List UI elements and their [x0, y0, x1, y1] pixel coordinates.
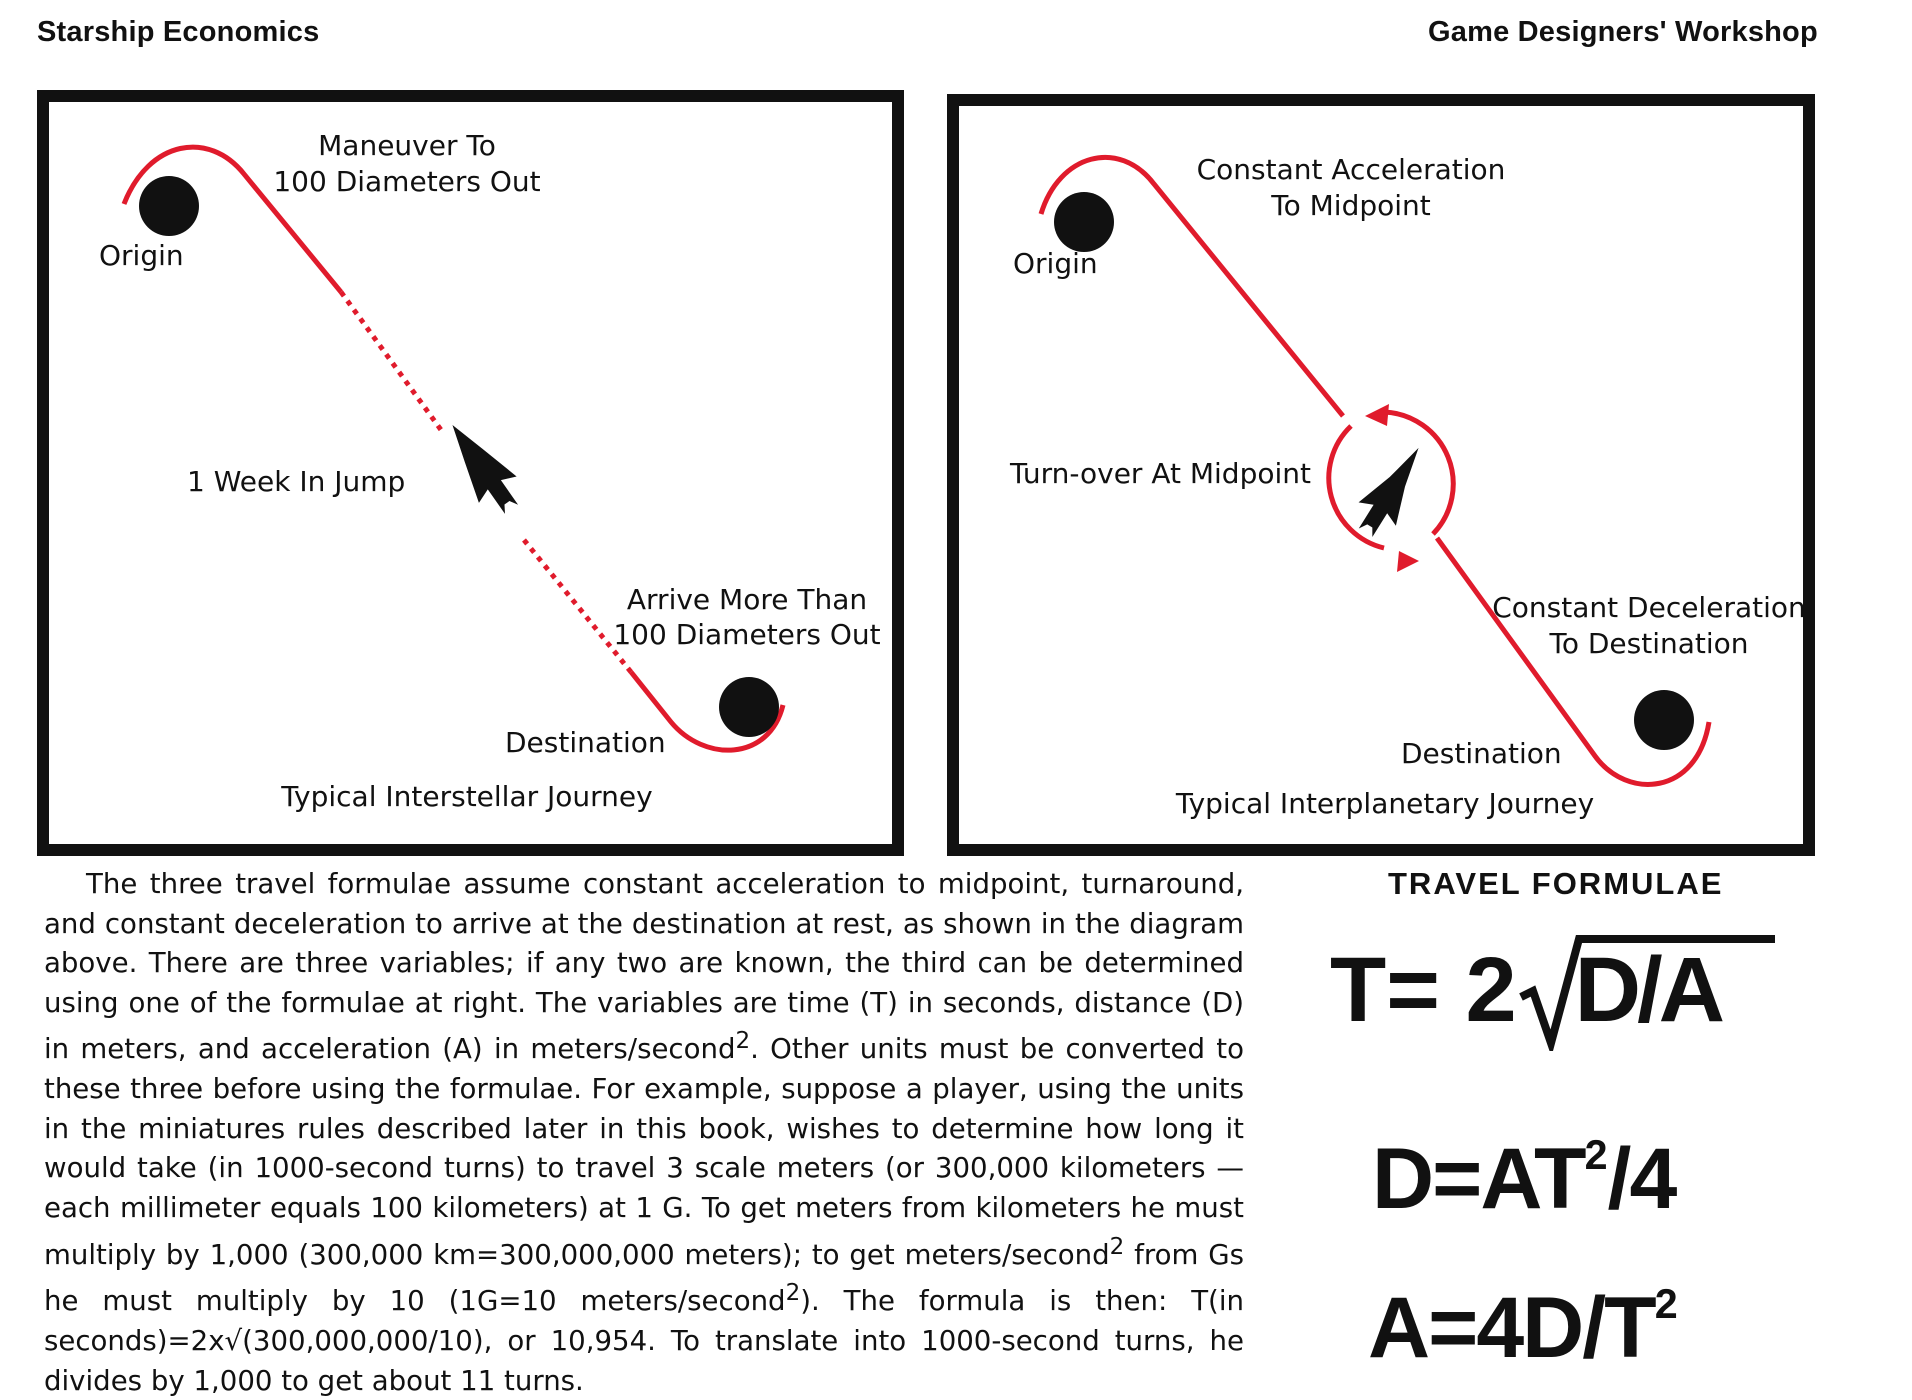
origin-planet-icon	[139, 176, 199, 236]
destination-planet-icon	[1634, 690, 1694, 750]
deceleration-label-line2: To Destination	[1549, 627, 1749, 660]
radical-sign-icon	[1518, 935, 1775, 1051]
body-superscript-3: 2	[785, 1280, 801, 1307]
jump-dotted-path-upper	[338, 290, 447, 436]
interstellar-diagram: Maneuver To 100 Diameters Out Origin 1 W…	[37, 90, 904, 856]
interplanetary-diagram: Constant Acceleration To Midpoint Origin…	[947, 94, 1815, 856]
destination-planet-icon	[719, 677, 779, 737]
turnover-loop	[1326, 409, 1456, 551]
body-superscript-2: 2	[1109, 1233, 1125, 1260]
acceleration-formula-main: A=4D/T	[1368, 1280, 1657, 1377]
arrive-label-line1: Arrive More Than	[626, 583, 868, 616]
origin-label: Origin	[1013, 247, 1098, 280]
turnover-arrow-upper-icon	[1365, 404, 1389, 426]
acceleration-formula: A=4D/T2	[1368, 1254, 1678, 1378]
distance-formula-tail: /4	[1607, 1131, 1678, 1228]
acceleration-label-line1: Constant Acceleration	[1196, 153, 1506, 186]
interstellar-caption: Typical Interstellar Journey	[281, 780, 653, 813]
body-superscript-1: 2	[735, 1028, 751, 1055]
time-formula-lhs: T= 2	[1330, 939, 1517, 1041]
deceleration-label-line1: Constant Deceleration	[1492, 591, 1806, 624]
starship-icon	[452, 424, 519, 514]
destination-label: Destination	[1401, 737, 1562, 770]
body-text-part3: from Gs he must multiply by 10 (1G=10 me…	[44, 1237, 1244, 1318]
deceleration-path	[1434, 536, 1712, 787]
formulae-title: TRAVEL FORMULAE	[1388, 866, 1724, 901]
acceleration-label-line2: To Midpoint	[1271, 189, 1431, 222]
arrival-path	[629, 670, 786, 753]
destination-label: Destination	[505, 726, 666, 759]
body-paragraph: The three travel formulae assume constan…	[44, 864, 1244, 1400]
body-text-part4: ). The formula is then: T(in seconds)=2x…	[44, 1284, 1244, 1397]
interplanetary-diagram-art	[1038, 155, 1712, 787]
radical: D/A	[1517, 935, 1775, 1051]
header-publisher: Game Designers' Workshop	[1428, 16, 1818, 48]
maneuver-path	[121, 144, 343, 294]
body-text-part1: The three travel formulae assume constan…	[44, 867, 1244, 1066]
maneuver-label-line1: Maneuver To	[318, 129, 496, 162]
header-title: Starship Economics	[37, 16, 320, 48]
turnover-label: Turn-over At Midpoint	[1010, 457, 1311, 490]
turnover-arrow-lower-icon	[1397, 551, 1419, 572]
distance-formula-main: D=AT	[1372, 1131, 1587, 1228]
radicand: D/A	[1574, 939, 1725, 1041]
acceleration-formula-exponent: 2	[1654, 1281, 1678, 1327]
distance-formula-exponent: 2	[1584, 1132, 1608, 1178]
time-formula: T= 2 D/A	[1330, 935, 1775, 1051]
body-text-part2: . Other units must be converted to these…	[44, 1032, 1244, 1271]
origin-planet-icon	[1054, 192, 1114, 252]
distance-formula: D=AT2/4	[1372, 1105, 1678, 1229]
arrive-label-line2: 100 Diameters Out	[613, 618, 881, 651]
jump-label: 1 Week In Jump	[187, 465, 406, 498]
acceleration-path	[1038, 155, 1345, 418]
origin-label: Origin	[99, 239, 184, 272]
interplanetary-caption: Typical Interplanetary Journey	[1175, 787, 1595, 820]
maneuver-label-line2: 100 Diameters Out	[273, 165, 541, 198]
interstellar-diagram-art	[121, 144, 786, 753]
starship-icon	[1358, 447, 1419, 537]
